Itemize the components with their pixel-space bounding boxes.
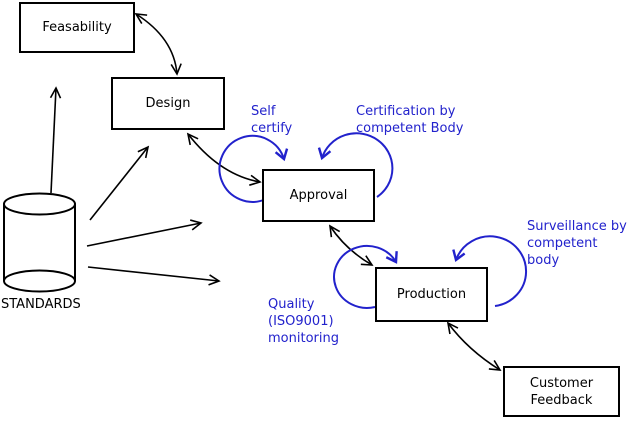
arrow-standards-to-design	[89, 145, 150, 221]
arrow-standards-to-feasability	[49, 86, 62, 194]
arrow-standards-to-production	[87, 266, 221, 286]
node-label: Approval	[289, 188, 348, 203]
loop-quality-monitoring	[333, 244, 398, 309]
arrow-approval-production	[329, 224, 374, 266]
node-feasability: Feasability	[19, 2, 135, 53]
standards-cylinder-icon	[3, 192, 76, 293]
arrow-production-customer-feedback	[446, 321, 502, 371]
loop-certification	[317, 132, 394, 198]
node-label: Design	[145, 96, 191, 111]
arrow-feasability-design	[134, 13, 182, 76]
arrow-design-approval	[186, 132, 262, 186]
annotation-certification: Certification by competent Body	[356, 104, 464, 136]
node-production: Production	[375, 267, 488, 322]
node-approval: Approval	[262, 169, 375, 222]
annotation-self-certify: Self certify	[251, 104, 293, 136]
arrow-standards-to-approval	[86, 219, 203, 247]
annotation-surveillance: Surveillance by competent body	[527, 219, 627, 268]
loop-self-certify	[218, 134, 289, 203]
node-label: Feasability	[42, 20, 112, 35]
node-label: Customer Feedback	[529, 375, 594, 408]
node-design: Design	[111, 77, 225, 130]
annotation-quality-monitoring: Quality (ISO9001) monitoring	[268, 297, 339, 346]
loop-surveillance	[452, 235, 527, 307]
standards-label: STANDARDS	[1, 297, 81, 312]
node-label: Production	[396, 287, 467, 302]
node-customer-feedback: Customer Feedback	[503, 366, 620, 417]
